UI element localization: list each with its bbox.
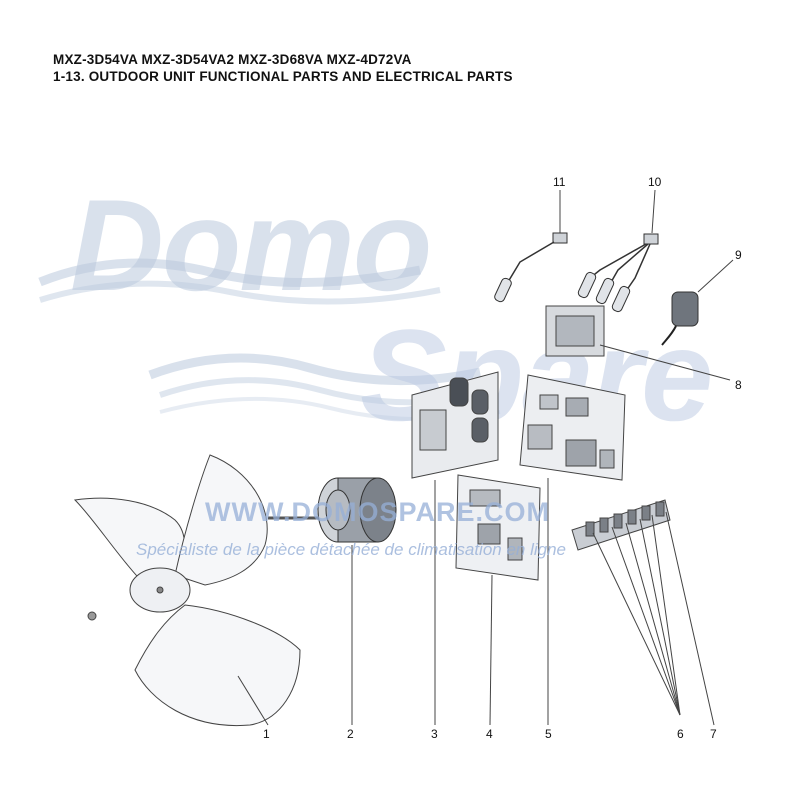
callout-11: 11: [553, 175, 566, 189]
reactor: [545, 305, 605, 357]
solenoid-coil: [661, 291, 699, 346]
callout-7: 7: [710, 727, 717, 741]
callout-10: 10: [648, 175, 662, 189]
callout-8: 8: [735, 378, 742, 392]
section-title: 1-13. OUTDOOR UNIT FUNCTIONAL PARTS AND …: [53, 69, 513, 84]
fan-motor: [268, 477, 397, 543]
watermark-url: WWW.DOMOSPARE.COM: [205, 497, 550, 527]
watermark-brand-top: Domo: [70, 172, 432, 318]
power-board: [411, 371, 499, 479]
terminal-block: [571, 499, 671, 551]
sub-board: [455, 474, 541, 581]
watermark-tagline: Spécialiste de la pièce détachée de clim…: [136, 540, 566, 559]
propeller-fan: [73, 454, 301, 727]
thermistor-single: [494, 232, 568, 303]
callout-2: 2: [347, 727, 354, 741]
callout-5: 5: [545, 727, 552, 741]
callout-9: 9: [735, 248, 742, 262]
leader-lines: [237, 189, 734, 726]
callout-1: 1: [263, 727, 270, 741]
callout-6: 6: [677, 727, 684, 741]
thermistor-set: [577, 233, 659, 313]
model-list: MXZ-3D54VA MXZ-3D54VA2 MXZ-3D68VA MXZ-4D…: [53, 52, 412, 67]
callout-4: 4: [486, 727, 493, 741]
main-control-board: [519, 374, 626, 481]
callout-3: 3: [431, 727, 438, 741]
